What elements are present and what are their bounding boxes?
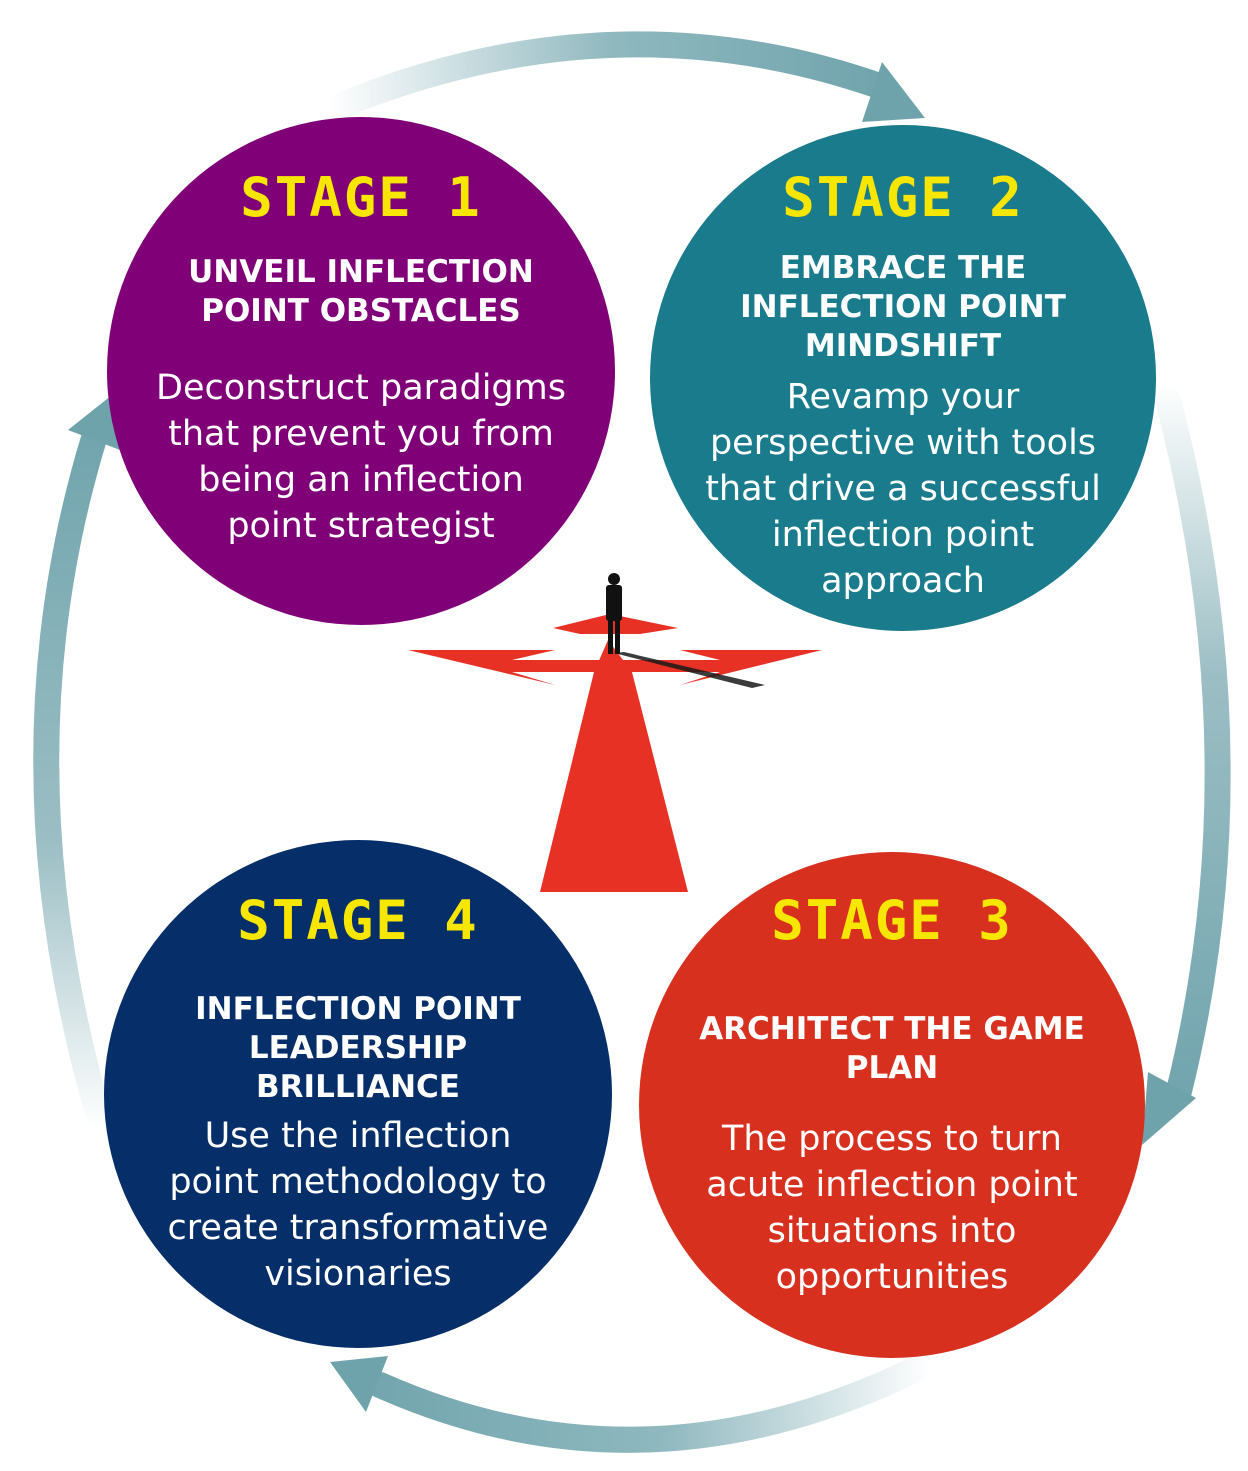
stage-2-circle: STAGE 2 EMBRACE THE INFLECTION POINT MIN…	[650, 125, 1156, 631]
stage-2-heading: EMBRACE THE INFLECTION POINT MINDSHIFT	[740, 250, 1066, 364]
crossroads-left-arm	[408, 650, 612, 685]
stage-4-circle: STAGE 4 INFLECTION POINT LEADERSHIP BRIL…	[104, 840, 612, 1348]
stage-4-label: STAGE 4	[237, 889, 479, 952]
crossroads-right-arm	[612, 650, 822, 685]
cycle-arrow-bottom	[367, 1349, 943, 1453]
cycle-arrowhead-top	[862, 62, 925, 122]
stage-2-label: STAGE 2	[782, 166, 1024, 229]
stage-1-description: Deconstruct paradigms that prevent you f…	[156, 368, 566, 546]
stage-1-circle: STAGE 1 UNVEIL INFLECTION POINT OBSTACLE…	[107, 117, 615, 625]
person-icon	[606, 573, 622, 654]
stage-4-description: Use the inflection point methodology to …	[167, 1116, 549, 1294]
stage-3-circle: STAGE 3 ARCHITECT THE GAME PLAN The proc…	[639, 852, 1145, 1358]
cycle-arrow-top	[312, 31, 898, 125]
cycle-arrowhead-bottom	[330, 1356, 388, 1412]
stage-2-description: Revamp your perspective with tools that …	[705, 377, 1101, 601]
stage-3-description: The process to turn acute inflection poi…	[706, 1119, 1078, 1297]
stage-1-heading: UNVEIL INFLECTION POINT OBSTACLES	[188, 254, 534, 329]
person-shadow	[614, 652, 765, 688]
stage-3-heading: ARCHITECT THE GAME PLAN	[699, 1011, 1085, 1086]
crossroads-arrows-with-person-icon	[408, 573, 822, 892]
cycle-arrowhead-left	[68, 395, 120, 450]
cycle-arrowhead-right	[1142, 1072, 1196, 1145]
cycle-arrow-right	[1155, 387, 1231, 1108]
stage-4-heading: INFLECTION POINT LEADERSHIP BRILLIANCE	[195, 991, 521, 1105]
stage-3-label: STAGE 3	[771, 889, 1013, 952]
stage-1-label: STAGE 1	[240, 166, 482, 229]
crossroads-stem	[540, 640, 688, 892]
cycle-arrow-left	[33, 422, 113, 1133]
